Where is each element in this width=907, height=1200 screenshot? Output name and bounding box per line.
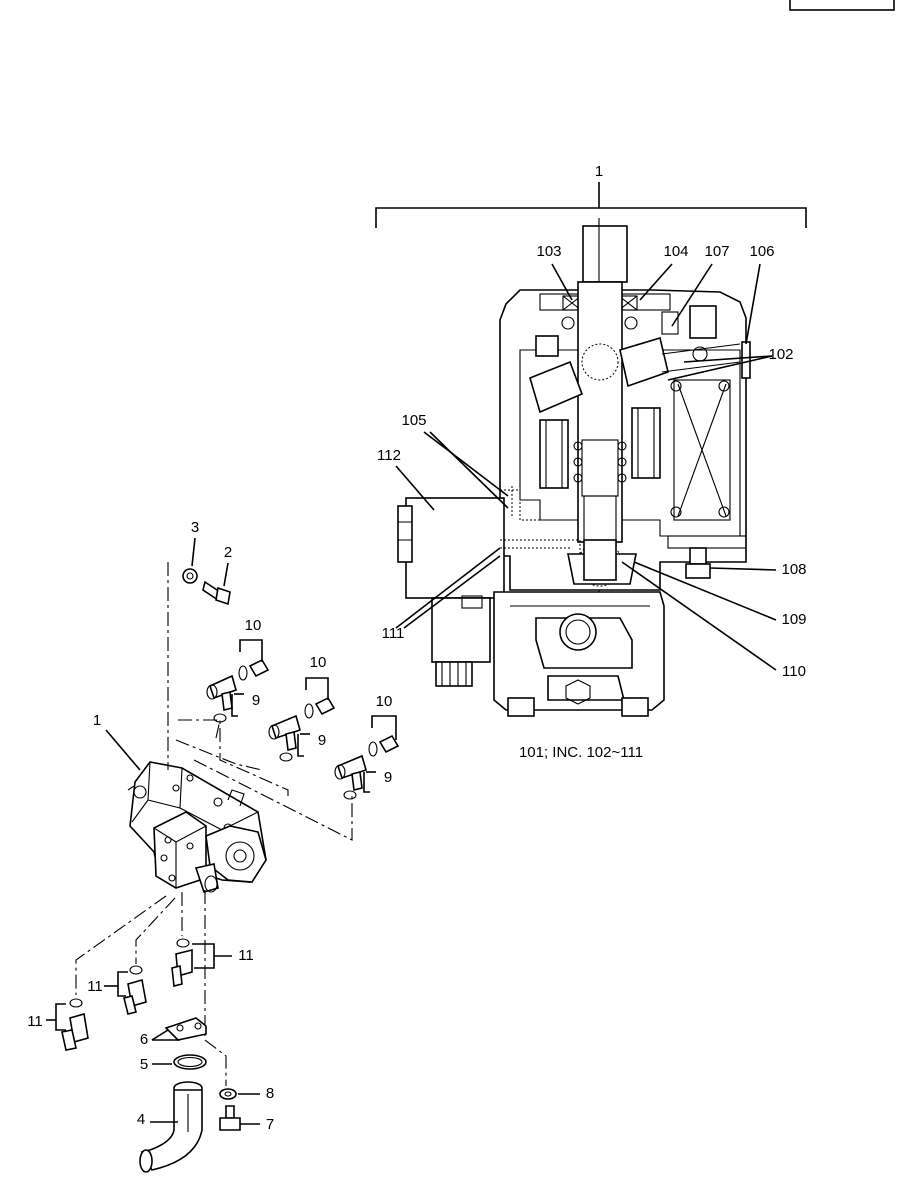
clamp-6: [151, 1017, 207, 1041]
fitting-11-a: [171, 938, 232, 987]
page-tag-box: [789, 0, 895, 11]
washer-3: [182, 537, 198, 584]
fitting-group-a: [206, 639, 270, 723]
callout-c11-c: 11: [27, 1013, 43, 1030]
fitting-group-b: [268, 677, 336, 762]
callout-c1-top: 1: [595, 163, 603, 180]
callout-c111-top: 111: [382, 625, 405, 642]
right-leaders: [395, 263, 777, 671]
assembly-caption: 101; INC. 102~111: [519, 744, 643, 761]
cross-section-pump: [397, 218, 751, 717]
leader-1-left: [105, 729, 141, 771]
callout-c112: 112: [377, 447, 401, 464]
bolt-7: [219, 1105, 260, 1131]
callout-c10-a: 10: [245, 617, 262, 634]
callout-c9-a: 9: [252, 692, 260, 709]
bolt-2: [202, 562, 231, 606]
callout-c10-b: 10: [310, 654, 327, 671]
callout-c107: 107: [704, 243, 729, 260]
callout-c103: 103: [536, 243, 561, 260]
callout-c2: 2: [224, 544, 232, 561]
callout-c110: 110: [782, 663, 806, 680]
callout-c10-c: 10: [376, 693, 393, 710]
callout-c5: 5: [140, 1056, 148, 1073]
callout-c109: 109: [781, 611, 806, 628]
left-leader-dashlines: [75, 562, 353, 1086]
fitting-11-b: [104, 965, 147, 1015]
callout-c102: 102: [768, 346, 793, 363]
callout-c108: 108: [781, 561, 806, 578]
callout-c8: 8: [266, 1085, 274, 1102]
callout-c104: 104: [663, 243, 688, 260]
callout-c6: 6: [140, 1031, 148, 1048]
washer-8: [219, 1088, 260, 1100]
callout-c9-c: 9: [384, 769, 392, 786]
callout-c3: 3: [191, 519, 199, 536]
fitting-11-c: [46, 998, 89, 1051]
callout-c4: 4: [137, 1111, 145, 1128]
o-ring-5: [152, 1054, 207, 1070]
callout-c9-b: 9: [318, 732, 326, 749]
left-pump-assembly: [127, 761, 267, 893]
fitting-group-c: [334, 715, 400, 800]
callout-c11-b: 11: [87, 978, 103, 995]
pipe-4: [139, 1081, 203, 1173]
callout-c1-left: 1: [93, 712, 101, 729]
callout-c7: 7: [266, 1116, 274, 1133]
callout-c105: 105: [401, 412, 426, 429]
callout-c11-a: 11: [238, 947, 254, 964]
assembly-bracket: [375, 207, 807, 228]
callout-c106: 106: [749, 243, 774, 260]
